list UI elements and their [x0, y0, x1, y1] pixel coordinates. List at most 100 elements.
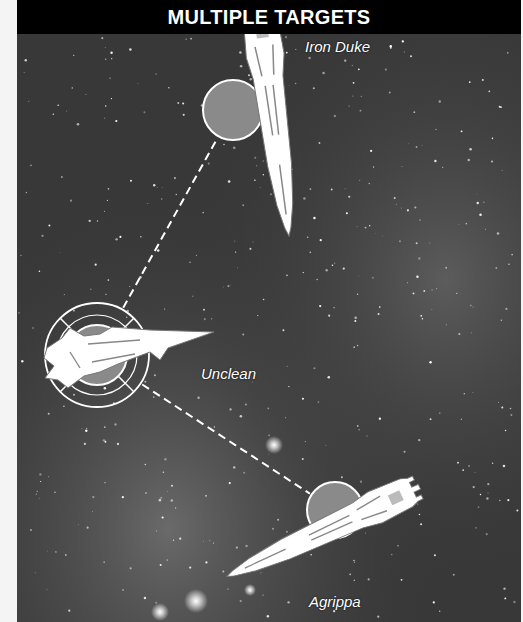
star	[516, 510, 518, 512]
star	[348, 196, 350, 198]
star	[211, 318, 212, 319]
star	[268, 453, 270, 455]
star	[166, 559, 168, 561]
star	[85, 429, 87, 431]
star	[46, 550, 48, 552]
star	[129, 286, 130, 287]
star	[147, 203, 149, 205]
star	[63, 405, 65, 407]
star	[30, 529, 32, 531]
nebula	[17, 0, 521, 622]
star	[439, 413, 440, 414]
star	[431, 289, 432, 290]
bright-star	[151, 603, 169, 621]
bright-star	[184, 589, 208, 613]
star	[227, 285, 229, 287]
star	[196, 255, 197, 256]
star	[328, 376, 331, 379]
star	[304, 441, 306, 443]
star	[333, 307, 334, 308]
star	[358, 68, 360, 70]
star	[328, 315, 330, 317]
star	[65, 554, 66, 555]
star	[223, 144, 225, 146]
star	[334, 262, 335, 263]
star	[497, 402, 499, 404]
star	[334, 115, 336, 117]
star	[361, 96, 362, 97]
star	[115, 120, 117, 122]
star	[422, 318, 424, 320]
star	[204, 318, 206, 320]
star	[325, 269, 327, 271]
star	[263, 174, 264, 175]
star	[77, 123, 80, 126]
star	[421, 144, 423, 146]
star	[202, 212, 204, 214]
star	[156, 187, 158, 189]
star	[349, 573, 351, 575]
star	[341, 476, 343, 478]
star	[259, 187, 261, 189]
star	[469, 148, 472, 151]
star	[104, 441, 106, 443]
star	[242, 204, 244, 206]
star	[358, 275, 360, 277]
star	[461, 419, 462, 420]
star	[189, 262, 190, 263]
star	[203, 309, 205, 311]
star	[167, 491, 168, 492]
star	[487, 483, 489, 485]
star	[175, 507, 176, 508]
star	[72, 87, 73, 88]
star	[81, 428, 83, 430]
star	[267, 615, 269, 617]
star	[61, 176, 63, 178]
star	[260, 572, 262, 574]
star	[419, 514, 421, 516]
star	[357, 345, 359, 347]
star	[245, 545, 247, 547]
star	[370, 150, 372, 152]
star	[256, 165, 257, 166]
star	[154, 374, 156, 376]
star	[267, 407, 269, 409]
star	[268, 434, 270, 436]
star	[164, 458, 166, 460]
star	[420, 523, 422, 525]
star	[475, 527, 477, 529]
star	[243, 472, 245, 474]
star	[391, 554, 393, 556]
star	[375, 232, 377, 234]
star	[471, 332, 472, 333]
star	[91, 510, 93, 512]
star	[21, 360, 23, 362]
star	[254, 180, 255, 181]
star	[155, 602, 157, 604]
star	[130, 567, 132, 569]
star	[497, 232, 500, 235]
star	[491, 161, 493, 163]
star	[365, 227, 367, 229]
star	[182, 103, 184, 105]
star	[222, 286, 224, 288]
star	[313, 367, 315, 369]
star	[153, 184, 155, 186]
star	[277, 519, 279, 521]
star	[286, 274, 288, 276]
star	[73, 55, 74, 56]
star	[465, 223, 467, 225]
star	[302, 398, 304, 400]
star	[511, 254, 512, 255]
star	[408, 143, 410, 145]
star	[468, 465, 470, 467]
star	[66, 110, 67, 111]
star	[486, 533, 488, 535]
star	[413, 111, 415, 113]
star	[307, 236, 309, 238]
star	[310, 252, 312, 254]
star	[416, 146, 418, 148]
star	[372, 277, 373, 278]
star	[285, 36, 287, 38]
